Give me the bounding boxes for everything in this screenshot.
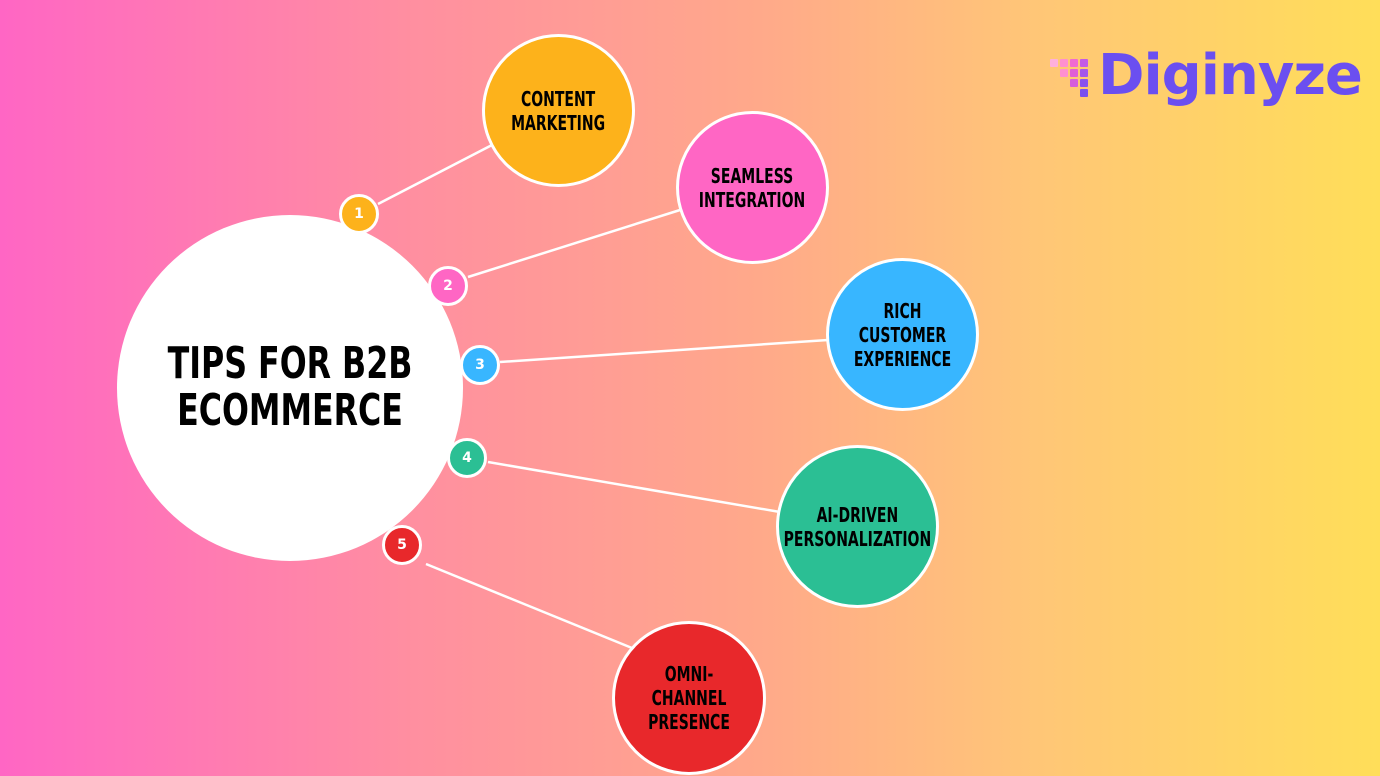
tip-number-badge-2: 2 (428, 266, 468, 306)
tip-number-badge-3: 3 (460, 345, 500, 385)
tip-label-ai-driven-personalization: AI-DRIVEN PERSONALIZATION (783, 502, 932, 551)
tip-circle-omni-channel-presence: OMNI-CHANNEL PRESENCE (612, 621, 766, 775)
tip-circle-ai-driven-personalization: AI-DRIVEN PERSONALIZATION (776, 445, 939, 608)
tip-number-badge-1: 1 (339, 194, 379, 234)
central-topic: TIPS FOR B2B ECOMMERCE (117, 215, 463, 561)
tip-number-5: 5 (397, 537, 407, 553)
tip-label-rich-customer-experience: RICH CUSTOMER EXPERIENCE (853, 298, 952, 371)
tip-number-badge-5: 5 (382, 525, 422, 565)
tip-circle-content-marketing: CONTENT MARKETING (482, 34, 635, 187)
connector-line-4 (487, 460, 781, 514)
tip-circle-seamless-integration: SEAMLESS INTEGRATION (676, 111, 829, 264)
tip-number-4: 4 (462, 450, 472, 466)
connector-line-5 (425, 562, 633, 650)
tip-label-omni-channel-presence: OMNI-CHANNEL PRESENCE (648, 662, 730, 734)
connector-line-3 (499, 338, 829, 364)
connector-line-2 (467, 208, 681, 279)
brand-logo-text: Diginyze (1098, 43, 1363, 108)
tip-number-1: 1 (354, 206, 364, 222)
connector-line-1 (377, 143, 493, 206)
brand-logo: Diginyze (1050, 40, 1363, 112)
brand-logo-mark-icon (1050, 53, 1096, 99)
tip-number-2: 2 (443, 278, 453, 294)
tip-number-badge-4: 4 (447, 438, 487, 478)
central-topic-title: TIPS FOR B2B ECOMMERCE (167, 338, 413, 436)
tip-number-3: 3 (475, 357, 485, 373)
tip-label-seamless-integration: SEAMLESS INTEGRATION (699, 163, 806, 212)
tip-label-content-marketing: CONTENT MARKETING (511, 86, 606, 135)
tip-circle-rich-customer-experience: RICH CUSTOMER EXPERIENCE (826, 258, 979, 411)
